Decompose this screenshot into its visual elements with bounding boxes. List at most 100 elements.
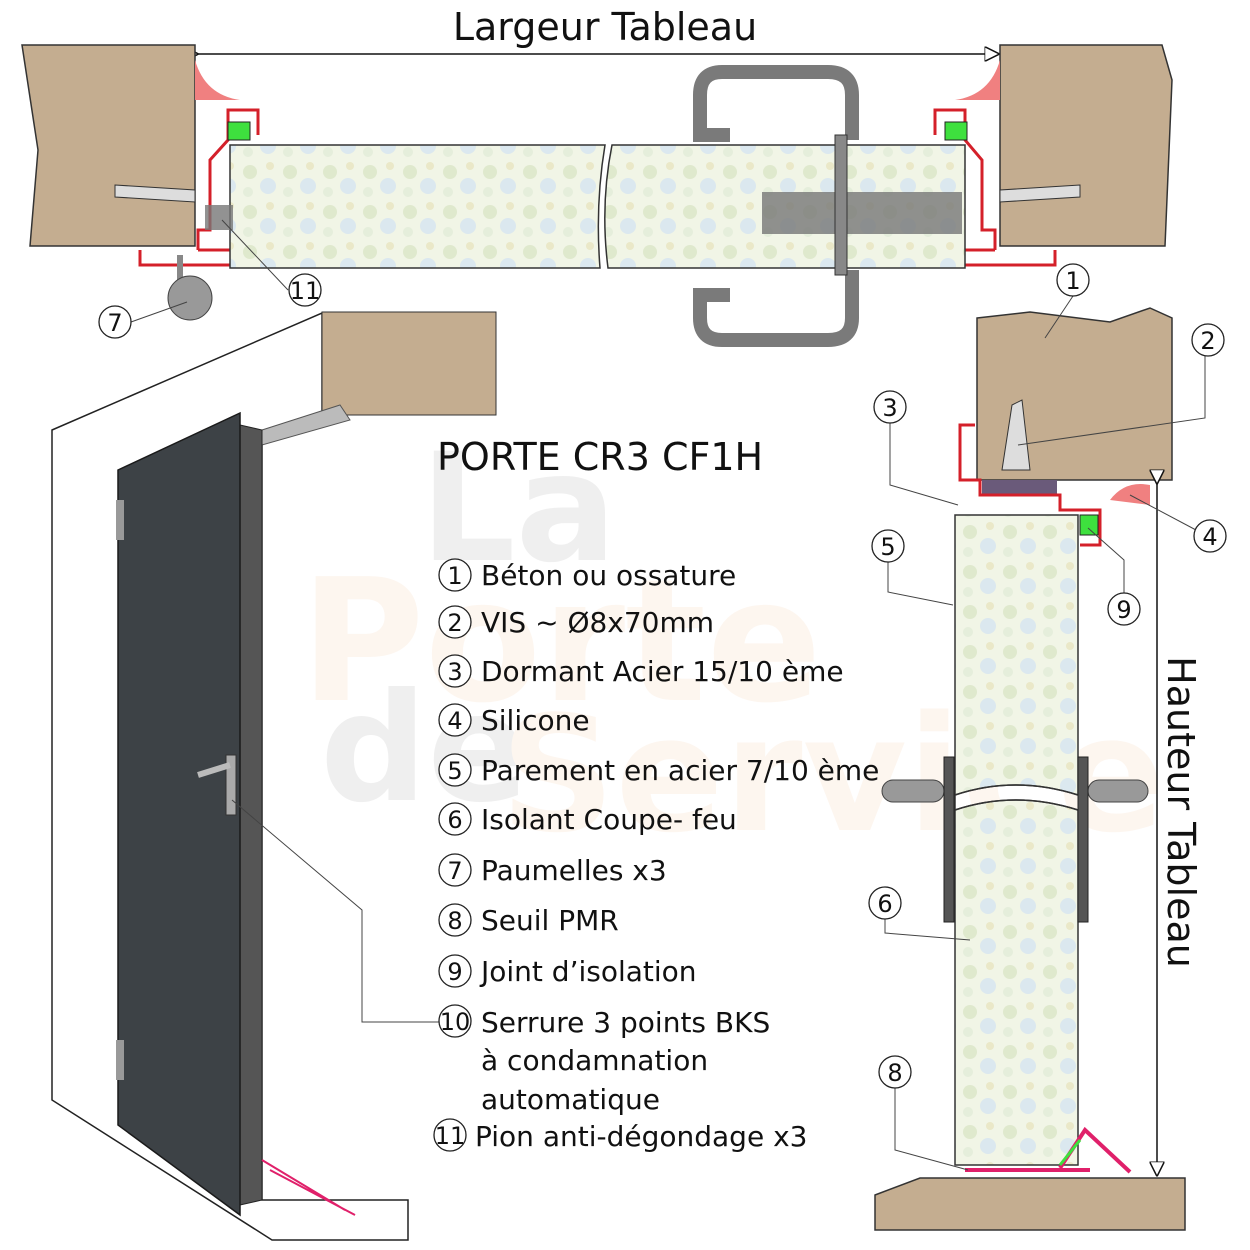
svg-text:6: 6 (877, 890, 892, 918)
screw-left (114, 184, 196, 203)
svg-text:Pion anti-dégondage x3: Pion anti-dégondage x3 (475, 1120, 807, 1153)
svg-text:2: 2 (447, 609, 462, 637)
handle-inside (693, 270, 859, 347)
perspective-door-view (51, 311, 497, 1241)
callout-6: 6 (868, 886, 971, 941)
svg-text:1: 1 (447, 562, 462, 590)
escutcheon-left (943, 756, 955, 923)
svg-text:Silicone: Silicone (481, 704, 590, 737)
hinge-1 (116, 500, 124, 540)
svg-text:10: 10 (440, 1008, 471, 1036)
handle-left-side (881, 779, 945, 803)
legend-item-6: 6 Isolant Coupe- feu (438, 802, 737, 836)
callout-9: 9 (1087, 527, 1141, 626)
svg-text:Paumelles x3: Paumelles x3 (481, 854, 667, 887)
threshold-pmr (261, 1159, 356, 1216)
callout-3: 3 (873, 390, 959, 506)
lock-plate (225, 754, 237, 816)
left-wall-concrete (21, 44, 196, 247)
door-handle (197, 762, 231, 778)
callout-8: 8 (878, 1055, 969, 1171)
svg-text:Parement en acier 7/10 ème: Parement en acier 7/10 ème (481, 754, 879, 787)
svg-text:4: 4 (447, 707, 462, 735)
product-title: PORTE CR3 CF1H (437, 435, 763, 479)
svg-text:11: 11 (290, 277, 321, 305)
lintel-screw (1001, 399, 1031, 471)
callout-4: 4 (1129, 494, 1227, 553)
svg-text:automatique: automatique (481, 1083, 660, 1116)
seal-left (227, 121, 251, 141)
frame-fixing (982, 480, 1057, 495)
silicone-right (955, 60, 1000, 100)
floor-concrete (874, 1177, 1186, 1231)
handle-right-side (1087, 779, 1149, 803)
legend-item-4: 4 Silicone (438, 703, 590, 737)
svg-text:Joint d’isolation: Joint d’isolation (479, 955, 697, 988)
callout-1: 1 (1044, 263, 1090, 339)
silicone-left (195, 60, 240, 100)
svg-text:Béton ou ossature: Béton ou ossature (481, 559, 736, 592)
svg-text:9: 9 (1116, 596, 1131, 624)
door-leaf-section-left (229, 144, 606, 269)
svg-text:Seuil PMR: Seuil PMR (481, 904, 619, 937)
lock-body (762, 192, 962, 234)
legend-item-2: 2 VIS ~ Ø8x70mm (438, 605, 714, 639)
legend-item-10: 10 Serrure 3 points BKS à condamnation a… (438, 1004, 770, 1116)
callout-2: 2 (1017, 323, 1225, 446)
escutcheon-right (1077, 756, 1089, 923)
svg-text:à condamnation: à condamnation (481, 1044, 708, 1077)
top-section-view: Largeur Tableau 7 11 (21, 5, 1173, 347)
anti-lift-pin (205, 205, 233, 230)
door-leaf (117, 411, 241, 1217)
seal-head (1079, 514, 1099, 536)
svg-text:7: 7 (107, 309, 122, 337)
svg-text:Dormant Acier 15/10 ème: Dormant Acier 15/10 ème (481, 655, 844, 688)
steel-frame-head (958, 423, 1102, 547)
svg-text:6: 6 (447, 806, 462, 834)
legend-item-9: 9 Joint d’isolation (438, 954, 697, 988)
svg-text:VIS ~ Ø8x70mm: VIS ~ Ø8x70mm (481, 606, 714, 639)
svg-text:Serrure 3 points BKS: Serrure 3 points BKS (481, 1006, 770, 1039)
width-dimension-label: Largeur Tableau (453, 5, 757, 49)
svg-text:2: 2 (1200, 327, 1215, 355)
svg-text:5: 5 (880, 533, 895, 561)
svg-text:8: 8 (447, 907, 462, 935)
side-section-view: Hauteur Tableau 1 2 3 4 5 9 6 8 (868, 263, 1227, 1231)
callout-5: 5 (871, 529, 954, 606)
svg-text:11: 11 (435, 1122, 466, 1150)
svg-text:3: 3 (882, 394, 897, 422)
svg-text:de: de (320, 662, 529, 836)
svg-text:4: 4 (1202, 523, 1217, 551)
legend-item-5: 5 Parement en acier 7/10 ème (438, 753, 879, 787)
legend-item-8: 8 Seuil PMR (438, 903, 619, 937)
callout-7: 7 (98, 301, 188, 339)
hinge-knuckle (167, 275, 213, 321)
height-dimension-label: Hauteur Tableau (1159, 656, 1203, 968)
svg-text:7: 7 (447, 857, 462, 885)
screw-right (999, 184, 1081, 203)
legend-item-1: 1 Béton ou ossature (438, 558, 736, 592)
break-line (954, 784, 1079, 811)
svg-text:5: 5 (447, 757, 462, 785)
svg-text:Isolant Coupe- feu: Isolant Coupe- feu (481, 803, 737, 836)
svg-text:8: 8 (887, 1059, 902, 1087)
threshold-seal (1058, 1139, 1082, 1166)
header-concrete-block (321, 311, 497, 416)
legend-item-11: 11 Pion anti-dégondage x3 (433, 1118, 807, 1153)
svg-text:1: 1 (1065, 267, 1080, 295)
handle-outside (693, 65, 859, 142)
handle-spindle (834, 134, 848, 276)
lock-leader-line (231, 799, 440, 1023)
right-wall-concrete (999, 44, 1173, 247)
legend-item-7: 7 Paumelles x3 (438, 853, 667, 887)
door-frame-jamb (239, 424, 263, 1206)
svg-text:9: 9 (447, 958, 462, 986)
callout-11: 11 (221, 219, 322, 307)
silicone-head (1110, 484, 1150, 505)
svg-text:Porte: Porte (300, 543, 822, 741)
seal-right (944, 121, 968, 141)
hinge-2 (116, 1040, 124, 1080)
